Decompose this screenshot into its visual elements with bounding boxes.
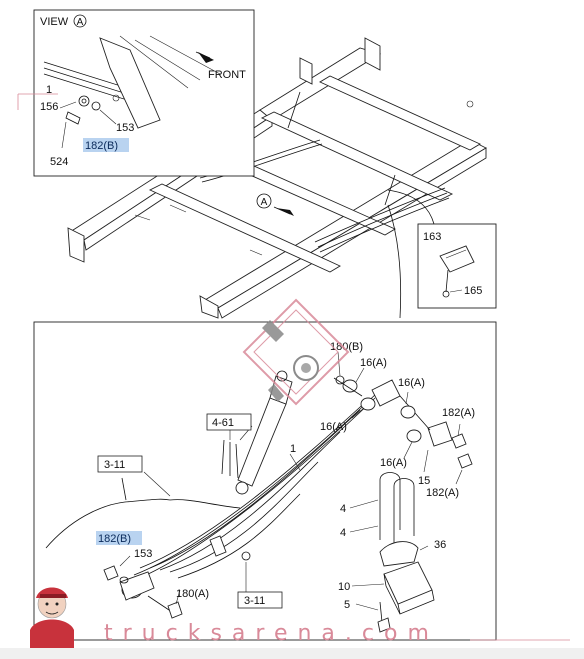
ref-box-3-11-top: [97, 455, 143, 473]
inset-view-letter: A: [77, 17, 84, 28]
ref-box-3-11-bottom: [237, 591, 283, 609]
mascot-icon: [30, 587, 74, 650]
bottom-strip: [0, 648, 584, 659]
label-part-182b-main: 182(B): [98, 533, 131, 545]
label-part-153-inset: 153: [116, 122, 134, 134]
inset-bumper-part: [387, 189, 497, 319]
label-part-524: 524: [50, 156, 68, 168]
label-part-16a-2: 16(A): [398, 377, 425, 389]
watermark-text: trucksarena.com: [104, 621, 439, 646]
label-ref-3-11-top: 3-11: [104, 459, 125, 471]
label-part-180b: 180(B): [330, 341, 363, 353]
label-part-182a-2: 182(A): [426, 487, 459, 499]
label-part-180a: 180(A): [176, 588, 209, 600]
view-marker-letter: A: [261, 197, 268, 208]
label-part-182b-inset: 182(B): [85, 140, 118, 152]
spring-assembly-view: [33, 321, 497, 641]
label-part-10: 10: [338, 581, 350, 593]
label-part-165: 165: [464, 285, 482, 297]
label-ref-3-11-bottom: 3-11: [244, 595, 265, 607]
label-part-153-main: 153: [134, 548, 152, 560]
watermark-logo: [242, 298, 350, 406]
label-part-182a-1: 182(A): [442, 407, 475, 419]
label-part-16a-4: 16(A): [380, 457, 407, 469]
ref-box-4-61: [206, 413, 252, 431]
label-part-5: 5: [344, 599, 350, 611]
label-part-4-1: 4: [340, 503, 346, 515]
label-part-4-2: 4: [340, 527, 346, 539]
label-part-1-inset: 1: [46, 84, 52, 96]
view-marker-a: A: [256, 193, 294, 216]
label-part-156: 156: [40, 101, 58, 113]
label-part-1-main: 1: [290, 443, 296, 455]
label-part-16a-3: 16(A): [320, 421, 347, 433]
inset-view-a: VIEW A FRONT: [33, 9, 255, 177]
label-part-15: 15: [418, 475, 430, 487]
label-ref-4-61: 4-61: [212, 417, 234, 429]
label-part-36: 36: [434, 539, 446, 551]
front-direction-label: FRONT: [208, 69, 246, 81]
inset-view-title: VIEW: [40, 16, 69, 28]
label-part-163: 163: [423, 231, 441, 243]
label-part-16a-1: 16(A): [360, 357, 387, 369]
